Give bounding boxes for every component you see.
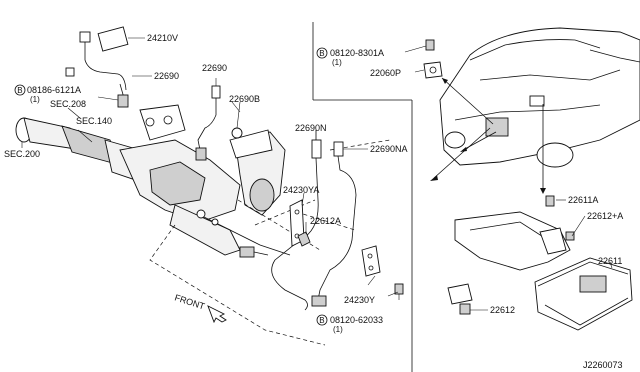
inset-arrows — [430, 77, 546, 194]
label-24210V: 24210V — [147, 33, 178, 43]
exhaust-assembly — [15, 104, 291, 256]
label-22690NA: 22690NA — [370, 144, 408, 154]
ecm-bracket — [447, 211, 571, 305]
inset-divider — [312, 22, 413, 372]
bolt-22611A — [545, 195, 555, 207]
o2-sensor-22690-top — [65, 67, 152, 108]
svg-text:B: B — [319, 316, 324, 325]
clip-22612A — [297, 231, 311, 247]
label-leaders — [21, 45, 613, 311]
label-22060P: 22060P — [370, 68, 401, 78]
bracket-24230Y — [361, 245, 381, 277]
svg-text:B: B — [17, 86, 22, 95]
knock-sensor-22060P — [423, 39, 443, 79]
o2-sensor-22690-mid — [195, 78, 221, 161]
svg-text:B: B — [319, 49, 324, 58]
clip-22612 — [459, 303, 471, 315]
label-sec140: SEC.140 — [76, 116, 112, 126]
label-22690N: 22690N — [295, 123, 327, 133]
label-22690-mid: 22690 — [202, 63, 227, 73]
car-outline — [439, 27, 640, 168]
o2-sensor-22690NA — [311, 141, 368, 307]
label-08120-62033-qty: (1) — [333, 325, 343, 334]
label-24230Y: 24230Y — [344, 295, 375, 305]
o2-sensor-22690B — [231, 101, 243, 139]
label-front: FRONT — [173, 292, 206, 311]
circle-b-marker-left: B — [14, 84, 26, 96]
front-arrow-icon — [207, 305, 227, 324]
label-22612A: 22612A — [310, 216, 341, 226]
label-22611: 22611 — [598, 256, 622, 266]
label-22611A: 22611A — [568, 195, 598, 205]
label-sec200: SEC.200 — [4, 149, 40, 159]
label-08186: 08186-6121A — [27, 85, 81, 95]
clip-22612pA — [565, 231, 575, 241]
label-08186-qty: (1) — [30, 95, 40, 104]
circle-b-marker-bottom: B — [316, 314, 328, 326]
diagram-code: J2260073 — [583, 360, 623, 370]
bolt-08120-62033 — [394, 283, 404, 300]
label-22612pA: 22612+A — [587, 211, 623, 221]
label-22690B: 22690B — [229, 94, 260, 104]
label-08120-8301A-qty: (1) — [332, 58, 342, 67]
label-22612: 22612 — [490, 305, 515, 315]
ecm-22611 — [534, 257, 633, 331]
label-24230YA: 24230YA — [283, 185, 319, 195]
label-08120-62033: 08120-62033 — [330, 315, 383, 325]
label-22690-top: 22690 — [154, 71, 179, 81]
label-08120-8301A: 08120-8301A — [330, 48, 384, 58]
label-sec208: SEC.208 — [50, 99, 86, 109]
circle-b-marker-right: B — [316, 47, 328, 59]
o2-sensor-24210V — [79, 26, 145, 91]
